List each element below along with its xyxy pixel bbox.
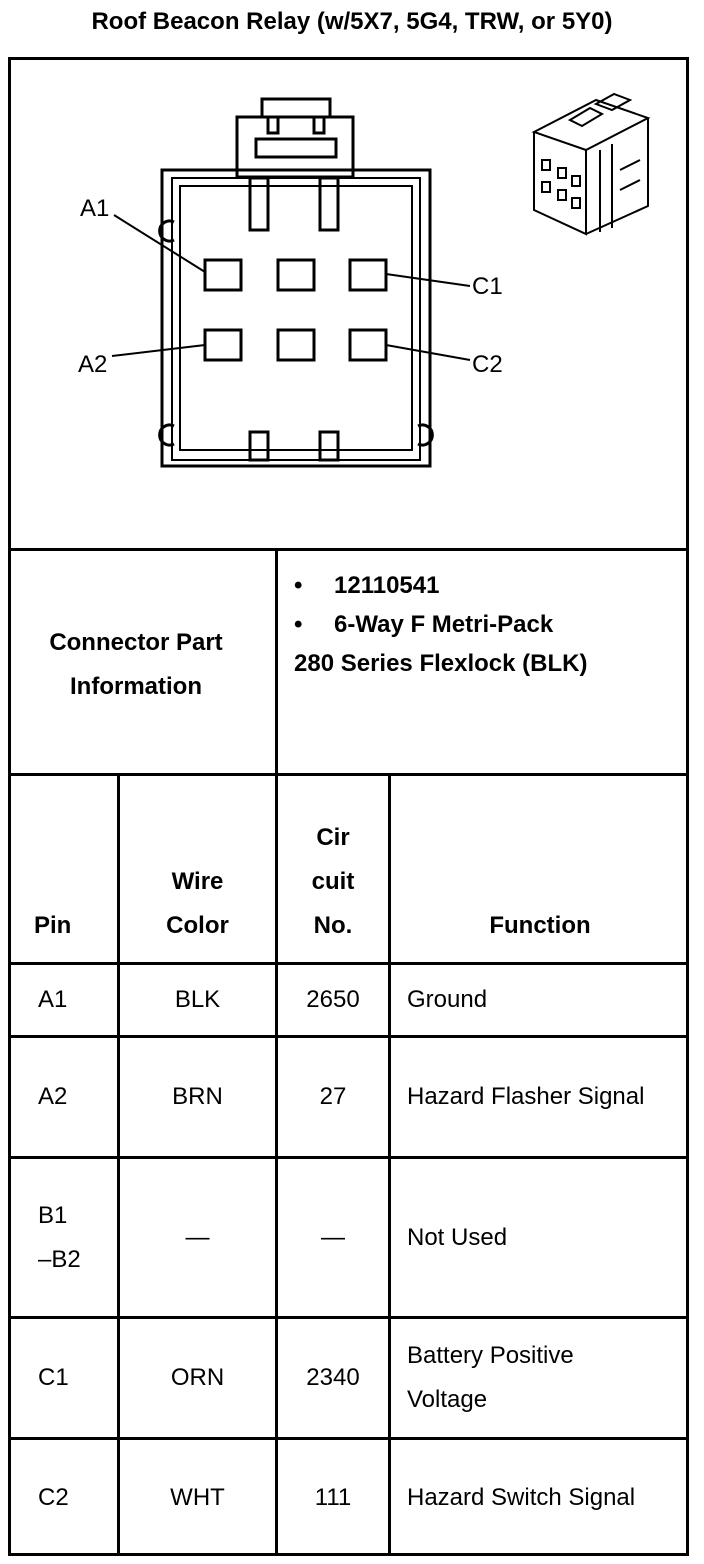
divider-info-bottom [8, 773, 689, 776]
function-cell: Hazard Switch Signal [407, 1484, 636, 1511]
row-divider-4 [8, 1437, 689, 1440]
header-wire-color: Wire Color [166, 868, 229, 939]
header-function: Function [489, 912, 591, 939]
table-row: A1 [38, 986, 68, 1013]
cavity-b1 [276, 258, 316, 292]
row-divider-2 [8, 1156, 689, 1159]
pin-label-c1: C1 [472, 273, 503, 300]
connector-info-label: Connector Part Information [49, 629, 223, 700]
connector-face-diagram: A1 A2 C1 C2 [78, 92, 651, 468]
connector-info-list: •12110541 •6-Way F Metri-Pack 280 Series… [294, 566, 684, 683]
function-cell: Hazard Flasher Signal [407, 1083, 645, 1110]
wire-color-cell: BRN [172, 1083, 223, 1110]
divider-info [275, 548, 278, 775]
connector-frame [8, 57, 689, 1556]
circuit-cell: 111 [314, 1484, 352, 1511]
connector-family-item: •6-Way F Metri-Pack [294, 605, 684, 644]
col-divider-1 [117, 775, 120, 1556]
wire-color-cell: BLK [174, 986, 221, 1013]
pin-cavities [203, 258, 388, 362]
wire-color-cell: ORN [170, 1364, 225, 1391]
header-circuit-no: Cir cuit No. [311, 824, 355, 939]
circuit-cell: 27 [319, 1083, 347, 1110]
circuit-cell: 2650 [306, 986, 360, 1013]
table-row: C1 [38, 1364, 69, 1391]
row-divider-1 [8, 1035, 689, 1038]
table-row: A2 [38, 1083, 68, 1110]
pin-label-a1: A1 [80, 195, 109, 222]
cavity-a1 [203, 258, 243, 292]
page-title: Roof Beacon Relay (w/5X7, 5G4, TRW, or 5… [91, 8, 613, 35]
part-number-item: •12110541 [294, 566, 684, 605]
connector-housing [158, 97, 434, 468]
function-cell: Ground [407, 986, 488, 1013]
header-pin: Pin [34, 912, 72, 939]
row-divider-3 [8, 1316, 689, 1319]
bullet-icon: • [294, 611, 303, 638]
pin-label-c2: C2 [472, 351, 503, 378]
col-divider-3 [388, 775, 391, 1556]
function-cell: Not Used [407, 1223, 508, 1251]
bullet-icon: • [294, 572, 303, 599]
connector-series-line: 280 Series Flexlock (BLK) [294, 650, 588, 677]
pin-label-a2: A2 [78, 351, 107, 378]
circuit-cell: 2340 [306, 1364, 360, 1391]
table-row: B1 –B2 [38, 1201, 81, 1273]
cavity-c1 [348, 258, 388, 292]
cavity-b2 [276, 328, 316, 362]
col-divider-2 [275, 775, 278, 1556]
table-row: C2 [38, 1484, 69, 1511]
row-divider-header [8, 962, 689, 965]
connector-isometric-thumbnail [531, 92, 651, 236]
wire-color-cell: WHT [170, 1484, 225, 1511]
leader-lines [111, 214, 471, 361]
cavity-c2 [348, 328, 388, 362]
cavity-a2 [203, 328, 243, 362]
wire-color-cell: — [185, 1223, 210, 1251]
divider-diagram [8, 548, 689, 551]
circuit-cell: — [321, 1223, 345, 1251]
function-cell: Battery Positive Voltage [407, 1342, 574, 1413]
